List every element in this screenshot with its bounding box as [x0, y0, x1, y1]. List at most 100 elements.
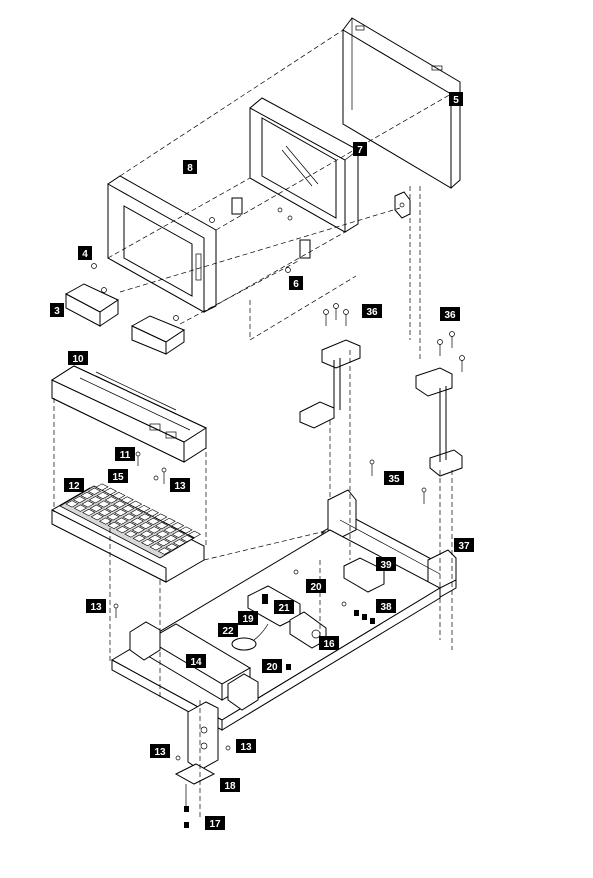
callout-38: 38: [376, 599, 396, 613]
key-cap: [154, 513, 168, 521]
callout-box: [353, 142, 367, 156]
callout-box: [150, 744, 170, 758]
keyboard: [51, 483, 205, 583]
key-cap: [113, 500, 127, 508]
callout-number: 12: [68, 481, 80, 492]
callout-number: 39: [380, 560, 392, 571]
callout-18: 18: [220, 778, 240, 792]
key-cap: [98, 517, 113, 525]
key-cap: [149, 543, 163, 551]
callout-box: [449, 92, 463, 106]
callout-8: 8: [183, 160, 197, 174]
callout-box: [238, 611, 258, 625]
key-cap: [163, 526, 177, 534]
callout-box: [186, 654, 206, 668]
key-cap: [113, 509, 128, 517]
callout-7: 7: [353, 142, 367, 156]
callout-number: 8: [187, 163, 193, 174]
callout-20: 20: [262, 659, 282, 673]
key-cap: [165, 543, 179, 551]
key-cap: [139, 521, 153, 530]
callout-number: 15: [112, 472, 124, 483]
hinge-bracket-right: [415, 367, 463, 477]
lcd-rear-cover: [342, 17, 461, 189]
callout-box: [289, 276, 303, 290]
callout-number: 5: [453, 95, 459, 106]
callout-box: [274, 600, 294, 614]
hinge-cover-left: [64, 283, 120, 327]
key-cap: [164, 534, 178, 543]
key-cap: [170, 522, 185, 530]
callout-box: [50, 303, 64, 317]
callout-box: [218, 623, 238, 637]
base-guide-lines: [53, 350, 453, 820]
callout-number: 10: [72, 354, 84, 365]
key-cap: [73, 504, 88, 512]
callout-21: 21: [274, 600, 294, 614]
callout-box: [64, 478, 84, 492]
callout-box: [170, 478, 190, 492]
callout-35: 35: [384, 471, 404, 485]
callout-17: 17: [205, 816, 225, 830]
callout-number: 4: [82, 249, 88, 260]
callout-number: 3: [54, 306, 60, 317]
callout-10: 10: [68, 351, 88, 365]
key-cap: [90, 513, 104, 521]
callout-37: 37: [454, 538, 474, 552]
key-cap: [98, 508, 112, 517]
callout-number: 21: [278, 603, 290, 614]
callout-box: [108, 469, 128, 483]
hinge-bracket: [394, 191, 411, 219]
key-cap: [137, 504, 151, 513]
callout-box: [440, 307, 460, 321]
callout-number: 13: [240, 742, 252, 753]
callout-number: 16: [323, 639, 335, 650]
key-cap: [180, 534, 194, 543]
key-cap: [104, 496, 118, 504]
hinge-screws-36: [323, 303, 465, 372]
key-cap: [187, 530, 202, 538]
bracket-39: [343, 557, 385, 593]
callout-number: 13: [154, 747, 166, 758]
callout-36: 36: [440, 307, 460, 321]
callout-3: 3: [50, 303, 64, 317]
callout-box: [220, 778, 240, 792]
callout-number: 19: [242, 614, 254, 625]
key-cap: [114, 517, 129, 525]
key-cap: [65, 500, 79, 508]
key-cap: [123, 521, 137, 530]
callout-number: 18: [224, 781, 236, 792]
key-cap: [107, 521, 121, 529]
callout-box: [319, 636, 339, 650]
key-cap: [105, 504, 119, 512]
key-cap: [128, 500, 143, 508]
key-cap: [171, 530, 186, 538]
key-cap: [95, 483, 109, 491]
callout-box: [454, 538, 474, 552]
key-cap: [106, 513, 120, 521]
callout-number: 6: [293, 279, 299, 290]
callout-20: 20: [306, 579, 326, 593]
callout-number: 36: [444, 310, 456, 321]
key-cap: [179, 526, 193, 534]
hinge-cover-right: [130, 315, 186, 355]
callout-number: 22: [222, 626, 234, 637]
callout-number: 13: [174, 481, 186, 492]
key-cap: [148, 534, 162, 542]
callout-number: 35: [388, 474, 400, 485]
key-cap: [155, 522, 169, 530]
key-cap: [87, 487, 102, 495]
hinge-bottom-18: [174, 701, 231, 828]
callout-15: 15: [108, 469, 128, 483]
callout-box: [262, 659, 282, 673]
key-cap: [145, 509, 160, 517]
key-cap: [89, 504, 103, 512]
key-cap: [138, 513, 152, 521]
key-cap: [80, 491, 94, 500]
key-cap: [140, 538, 155, 547]
hinge-bracket-left: [299, 339, 361, 429]
callout-6: 6: [289, 276, 303, 290]
key-cap: [81, 500, 95, 508]
key-cap: [120, 496, 134, 504]
callout-number: 13: [90, 602, 102, 613]
